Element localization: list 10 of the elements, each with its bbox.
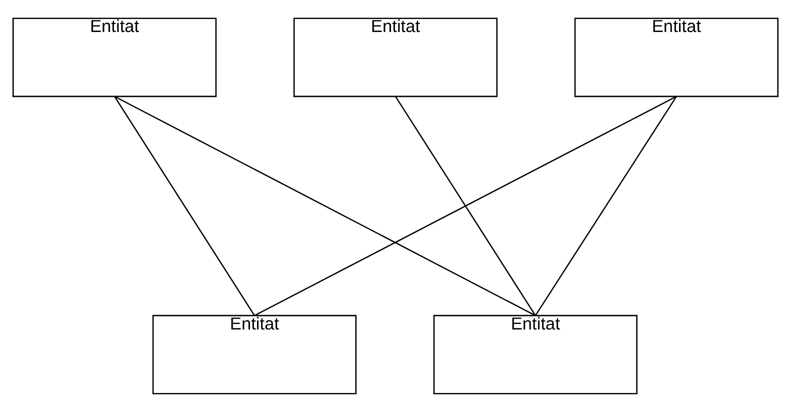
node-box: Entitat — [12, 17, 217, 97]
node-box: Entitat — [574, 17, 779, 97]
connector — [254, 95, 677, 316]
node-box: Entitat — [152, 314, 357, 394]
connector — [114, 96, 256, 316]
node-box: Entitat — [433, 314, 638, 394]
connector — [534, 96, 677, 316]
connector — [394, 96, 536, 316]
connector — [114, 95, 536, 316]
node-box: Entitat — [293, 17, 498, 97]
